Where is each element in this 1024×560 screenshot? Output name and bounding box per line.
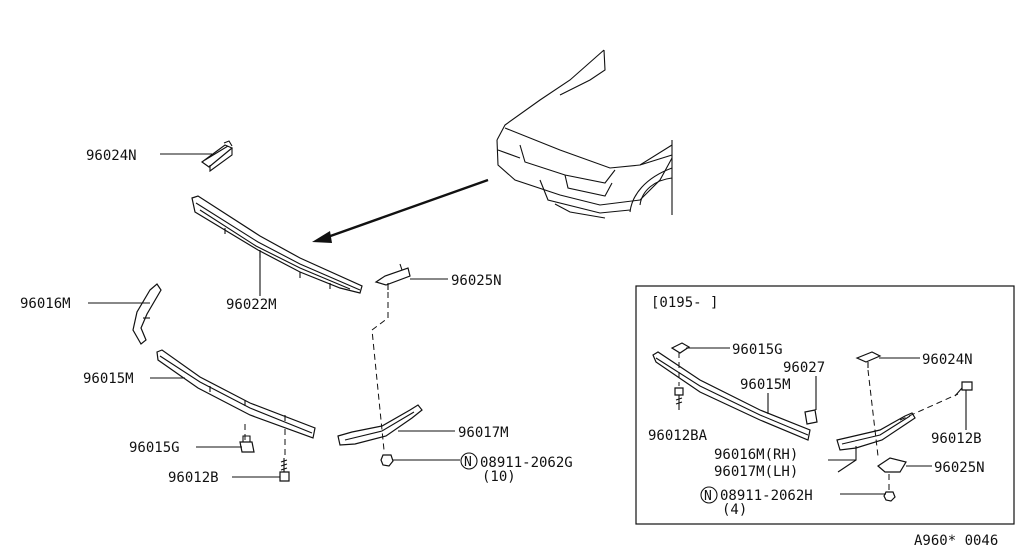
side-piece-96016M	[132, 283, 162, 345]
inset-label-96024N: 96024N	[922, 352, 973, 368]
nut-symbol-letter: N	[464, 455, 472, 470]
label-96022M: 96022M	[226, 297, 277, 313]
clip-96015G	[239, 435, 255, 453]
inset-label-nut-part: 08911-2062H	[720, 488, 813, 504]
inset-clip-96015G	[670, 342, 691, 354]
car-front-illustration	[496, 49, 673, 219]
bracket-96025N	[374, 263, 411, 290]
inset-label-96012B: 96012B	[931, 431, 982, 447]
label-96025N: 96025N	[451, 273, 502, 289]
inset-clip-96024N	[855, 351, 882, 368]
inset-label-96012BA: 96012BA	[648, 428, 708, 444]
inset-nut	[883, 491, 896, 502]
inset-panel: [0195- ]	[635, 285, 1015, 525]
inset-side-molding	[836, 412, 916, 451]
inset-nut-symbol-letter: N	[704, 489, 712, 504]
molding-96015M	[156, 349, 316, 439]
dashed-connectors-main	[244, 292, 389, 455]
inset-screw-96012BA	[674, 387, 684, 410]
inset-label-nut-qty: (4)	[722, 502, 747, 518]
label-nut-qty: (10)	[482, 469, 516, 485]
direction-arrow	[312, 178, 489, 243]
nut-symbol-inset: N	[700, 486, 718, 504]
diagram-code: A960* 0046	[914, 533, 998, 549]
inset-label-96015M: 96015M	[740, 377, 791, 393]
leader-lines-main	[88, 153, 460, 478]
label-96024N: 96024N	[86, 148, 137, 164]
inset-date-range: [0195- ]	[651, 295, 718, 311]
molding-96022M	[191, 195, 363, 294]
inset-bracket-96025N	[877, 457, 907, 473]
nut-08911-2062G	[380, 454, 394, 467]
inset-label-96015G: 96015G	[732, 342, 783, 358]
label-96016M: 96016M	[20, 296, 71, 312]
clip-96024N	[200, 140, 234, 173]
inset-screw-96012B	[954, 381, 973, 397]
inset-label-96016M-rh: 96016M(RH)	[714, 447, 798, 463]
nut-symbol-main: N	[460, 452, 478, 470]
side-molding-96017M	[337, 404, 423, 446]
label-nut-part: 08911-2062G	[480, 455, 573, 471]
inset-label-96025N: 96025N	[934, 460, 985, 476]
screw-96012B	[279, 458, 290, 482]
label-96012B: 96012B	[168, 470, 219, 486]
label-96017M: 96017M	[458, 425, 509, 441]
inset-label-96027: 96027	[783, 360, 825, 376]
label-96015M: 96015M	[83, 371, 134, 387]
inset-part-96027	[804, 409, 818, 425]
label-96015G: 96015G	[129, 440, 180, 456]
inset-label-96017M-lh: 96017M(LH)	[714, 464, 798, 480]
